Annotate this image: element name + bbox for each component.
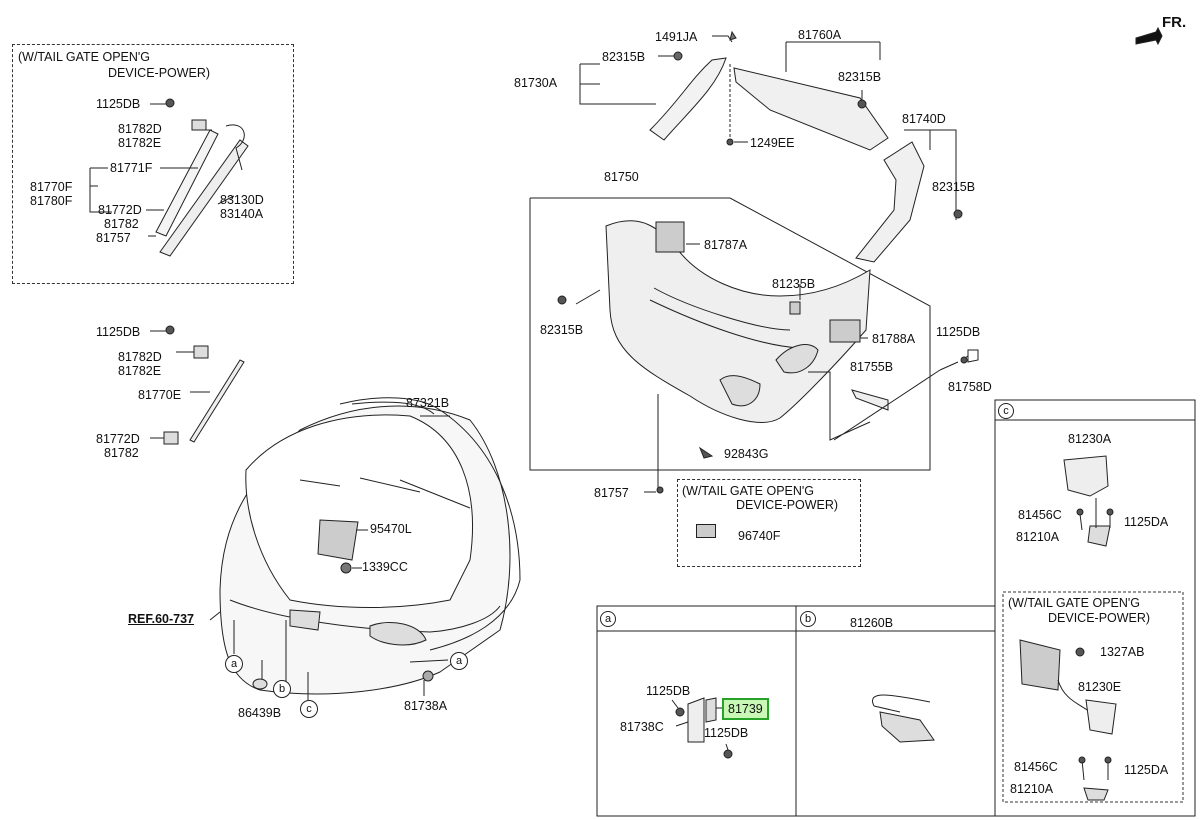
section-a-tag: a	[600, 611, 616, 627]
part-label[interactable]: 81210A	[1016, 530, 1060, 544]
part-label[interactable]: 1125DB	[936, 325, 981, 339]
part-label[interactable]: 81210A	[1010, 782, 1054, 796]
part-label[interactable]: 81230E	[1078, 680, 1122, 694]
part-label[interactable]: 81772D	[98, 203, 142, 217]
highlighted-part-label[interactable]: 81739	[722, 698, 769, 720]
power-box-subtitle: DEVICE-POWER)	[1048, 611, 1151, 625]
part-label[interactable]: 81456C	[1014, 760, 1058, 774]
part-label[interactable]: 86439B	[238, 706, 282, 720]
part-label[interactable]: 81782E	[118, 136, 162, 150]
reference-link[interactable]: REF.60-737	[128, 612, 195, 626]
part-label[interactable]: 1125DB	[96, 97, 141, 111]
part-label[interactable]: 1125DB	[646, 684, 691, 698]
part-label[interactable]: 87321B	[406, 396, 450, 410]
power-device-box-mid	[677, 479, 861, 567]
trim-box-title[interactable]: 81750	[604, 170, 639, 184]
front-orientation-label: FR.	[1162, 14, 1187, 31]
part-label[interactable]: 1491JA	[655, 30, 698, 44]
part-label[interactable]: 82315B	[540, 323, 584, 337]
part-label[interactable]: 81782D	[118, 350, 162, 364]
callout-a[interactable]: a	[225, 655, 243, 673]
callout-b[interactable]: b	[273, 680, 291, 698]
part-label[interactable]: 1249EE	[750, 136, 795, 150]
part-label[interactable]: 1125DA	[1124, 763, 1169, 777]
part-label[interactable]: 81771F	[110, 161, 153, 175]
callout-c[interactable]: c	[300, 700, 318, 718]
part-label[interactable]: 81757	[96, 231, 131, 245]
part-label[interactable]: 1125DB	[96, 325, 141, 339]
part-label[interactable]: 1125DB	[704, 726, 749, 740]
section-b-tag: b	[800, 611, 816, 627]
part-label[interactable]: 1125DA	[1124, 515, 1169, 529]
part-label[interactable]: 81772D	[96, 432, 140, 446]
part-label[interactable]: 81782E	[118, 364, 162, 378]
part-label[interactable]: 82315B	[602, 50, 646, 64]
part-label[interactable]: 81757	[594, 486, 629, 500]
part-label[interactable]: 95470L	[370, 522, 412, 536]
power-box-title: (W/TAIL GATE OPEN'G	[682, 484, 815, 498]
part-label[interactable]: 81770F	[30, 180, 73, 194]
power-device-box-top	[12, 44, 294, 284]
part-label[interactable]: 81787A	[704, 238, 748, 252]
part-label[interactable]: 81730A	[514, 76, 558, 90]
part-label[interactable]: 81782	[104, 446, 139, 460]
part-label[interactable]: 81738A	[404, 699, 448, 713]
part-label[interactable]: 1327AB	[1100, 645, 1145, 659]
part-label[interactable]: 81235B	[772, 277, 816, 291]
part-label[interactable]: 83130D	[220, 193, 264, 207]
part-label[interactable]: 81230A	[1068, 432, 1112, 446]
part-label[interactable]: 81782	[104, 217, 139, 231]
part-label[interactable]: 1339CC	[362, 560, 408, 574]
part-label[interactable]: 81760A	[798, 28, 842, 42]
callout-a[interactable]: a	[450, 652, 468, 670]
part-label[interactable]: 81456C	[1018, 508, 1062, 522]
part-label[interactable]: 81788A	[872, 332, 916, 346]
part-label[interactable]: 96740F	[738, 529, 781, 543]
part-label[interactable]: 81758D	[948, 380, 992, 394]
part-label[interactable]: 81260B	[850, 616, 894, 630]
part-label[interactable]: 81755B	[850, 360, 894, 374]
power-box-subtitle: DEVICE-POWER)	[108, 66, 211, 80]
part-label[interactable]: 81738C	[620, 720, 664, 734]
power-box-title: (W/TAIL GATE OPEN'G	[18, 50, 151, 64]
part-label[interactable]: 92843G	[724, 447, 769, 461]
section-c-tag: c	[998, 403, 1014, 419]
part-label[interactable]: 81780F	[30, 194, 73, 208]
part-label[interactable]: 82315B	[932, 180, 976, 194]
connector-part	[696, 524, 716, 538]
part-label[interactable]: 83140A	[220, 207, 264, 221]
part-label[interactable]: 81782D	[118, 122, 162, 136]
part-label[interactable]: 82315B	[838, 70, 882, 84]
power-box-subtitle: DEVICE-POWER)	[736, 498, 839, 512]
part-label[interactable]: 81740D	[902, 112, 946, 126]
power-box-title: (W/TAIL GATE OPEN'G	[1008, 596, 1141, 610]
part-label[interactable]: 81770E	[138, 388, 182, 402]
